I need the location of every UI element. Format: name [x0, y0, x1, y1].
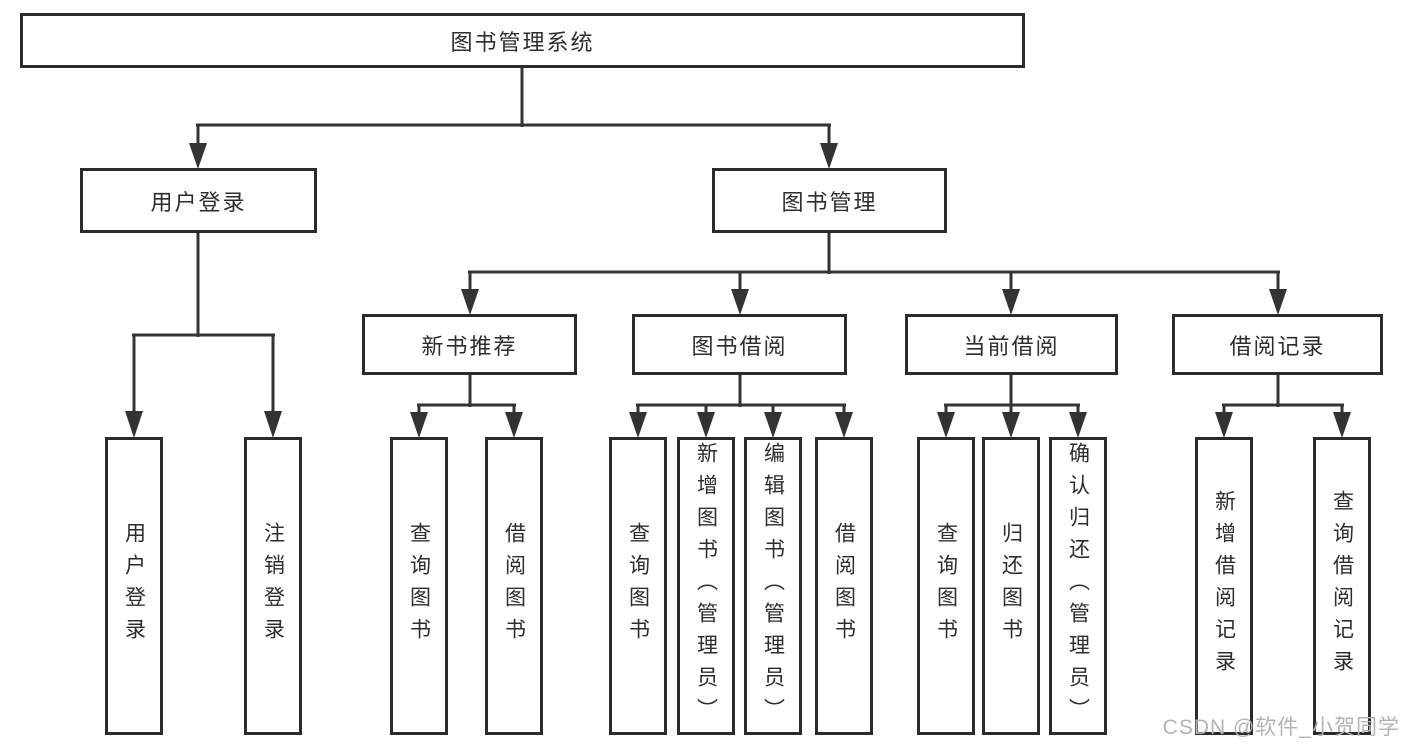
node-book-borrowing: 图书借阅: [632, 314, 847, 375]
csdn-watermark: CSDN @软件_小贺同学: [1162, 716, 1400, 739]
node-label: 编辑图书（管理员）: [761, 442, 785, 730]
node-label: 用户登录: [150, 189, 247, 215]
node-current-borrowing: 当前借阅: [905, 314, 1118, 375]
node-label: 图书借阅: [691, 333, 788, 359]
node-label: 新增图书（管理员）: [694, 442, 718, 730]
node-label: 借阅图书: [832, 522, 856, 650]
node-query-books: 查询图书: [390, 437, 448, 735]
node-label: 查询图书: [407, 522, 431, 650]
node-logout: 注销登录: [244, 437, 302, 735]
node-label: 查询图书: [934, 522, 958, 650]
node-query-books: 查询图书: [609, 437, 667, 735]
node-query-books: 查询图书: [917, 437, 975, 735]
node-label: 查询借阅记录: [1330, 490, 1354, 682]
node-return-books: 归还图书: [982, 437, 1040, 735]
node-label: 新书推荐: [421, 333, 518, 359]
node-user-login-leaf: 用户登录: [105, 437, 163, 735]
node-user-login: 用户登录: [80, 168, 317, 233]
node-label: 查询图书: [626, 522, 650, 650]
node-label: 用户登录: [122, 522, 146, 650]
node-label: 图书管理: [781, 189, 878, 215]
node-label: 当前借阅: [963, 333, 1060, 359]
node-label: 注销登录: [261, 522, 285, 650]
node-borrow-books: 借阅图书: [815, 437, 873, 735]
node-query-borrow-record: 查询借阅记录: [1313, 437, 1371, 735]
node-borrow-books: 借阅图书: [485, 437, 543, 735]
node-label: 归还图书: [999, 522, 1023, 650]
node-new-book-recommend: 新书推荐: [362, 314, 577, 375]
node-label: 借阅记录: [1229, 333, 1326, 359]
node-add-book-admin: 新增图书（管理员）: [677, 437, 735, 735]
node-book-management: 图书管理: [712, 168, 947, 233]
node-label: 新增借阅记录: [1212, 490, 1236, 682]
node-add-borrow-record: 新增借阅记录: [1195, 437, 1253, 735]
node-confirm-return-admin: 确认归还（管理员）: [1049, 437, 1107, 735]
node-borrowing-records: 借阅记录: [1172, 314, 1383, 375]
node-library-management-system: 图书管理系统: [20, 13, 1025, 68]
node-label: 图书管理系统: [450, 29, 595, 55]
node-label: 确认归还（管理员）: [1066, 442, 1090, 730]
node-label: 借阅图书: [502, 522, 526, 650]
node-edit-book-admin: 编辑图书（管理员）: [744, 437, 802, 735]
